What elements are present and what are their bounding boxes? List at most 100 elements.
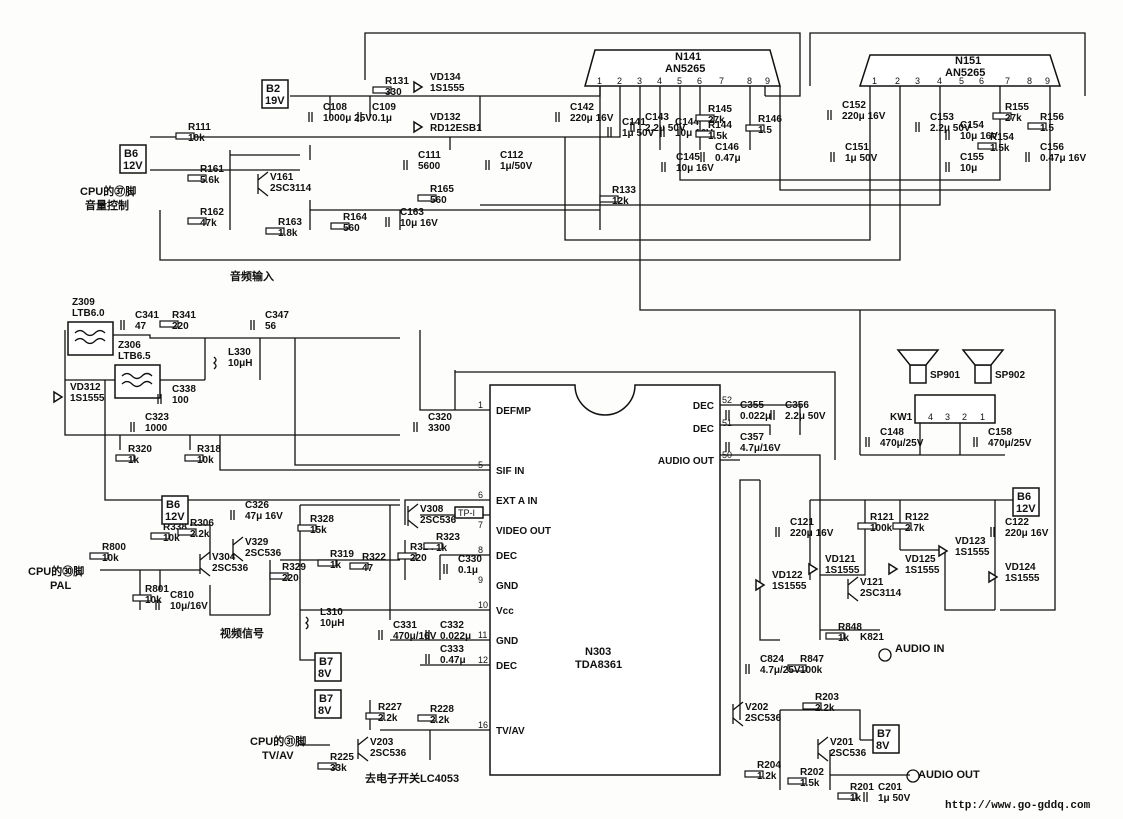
ic-n303-pin-8-name: DEC <box>496 551 517 562</box>
component-v202-value: 2SC536 <box>745 713 782 724</box>
component-r800-value: 10k <box>102 553 119 564</box>
component-c141-value: 1μ 50V <box>622 128 655 139</box>
component-r144-ref: R144 <box>708 120 732 131</box>
component-r163-ref: R163 <box>278 217 302 228</box>
component-v201-ref: V201 <box>830 737 854 748</box>
component-r320-ref: R320 <box>128 444 152 455</box>
ic-n141-ref: N141 <box>675 51 701 63</box>
component-r131-value: 330 <box>385 87 402 98</box>
component-vd124-value: 1S1555 <box>1005 573 1040 584</box>
component-r111-ref: R111 <box>188 122 211 133</box>
component-c341-ref: C341 <box>135 310 159 321</box>
component-r306-value: 2.2k <box>190 529 210 540</box>
audio-input-cn-label: 音频输入 <box>230 269 274 283</box>
component-c163-ref: C163 <box>400 207 424 218</box>
component-r324-ref: R324 <box>410 542 434 553</box>
pal-label: PAL <box>50 580 71 592</box>
component-v121-ref: V121 <box>860 577 884 588</box>
component-c330-ref: C330 <box>458 554 482 565</box>
ic-n303-pin-10-name: Vcc <box>496 606 514 617</box>
jack-kw1-label: KW1 <box>890 412 913 423</box>
component-r323-value: 1k <box>436 543 448 554</box>
component-r328-ref: R328 <box>310 514 334 525</box>
component-r155-value: 27k <box>1005 113 1022 124</box>
component-r338-ref: R338 <box>163 522 187 533</box>
component-c333-ref: C333 <box>440 644 464 655</box>
component-c154-value: 10μ 16V <box>960 131 998 142</box>
component-r329-value: 220 <box>282 573 299 584</box>
supply-b2-value: 19V <box>265 95 285 107</box>
component-r111-symbol <box>175 132 195 140</box>
component-c152-value: 220μ 16V <box>842 111 886 122</box>
supply-b7b-value: 8V <box>318 705 332 717</box>
ic-n303-pin-12-num: 12 <box>478 655 488 665</box>
ic-n303-pin-1-name: DEFMP <box>496 406 531 417</box>
component-r800-ref: R800 <box>102 542 126 553</box>
speaker-sp901: SP901 <box>896 349 960 384</box>
component-r121-ref: R121 <box>870 512 894 523</box>
component-r164-ref: R164 <box>343 212 367 223</box>
ic-n141-part: AN5265 <box>665 63 705 75</box>
component-v329-value: 2SC536 <box>245 548 282 559</box>
component-c151-ref: C151 <box>845 142 869 153</box>
component-r146-value: 1.5 <box>758 125 772 136</box>
component-c142-value: 220μ 16V <box>570 113 614 124</box>
component-r133-ref: R133 <box>612 185 636 196</box>
component-c153-value: 2.2μ 50V <box>930 123 971 134</box>
component-r121-symbol <box>857 522 877 530</box>
ic-n151-pin-6: 6 <box>979 76 984 86</box>
speaker-sp901-label: SP901 <box>930 370 960 381</box>
component-r341-symbol <box>159 320 179 328</box>
component-c355-value: 0.022μ <box>740 411 771 422</box>
ic-n151-pin-5: 5 <box>959 76 964 86</box>
component-c108-ref: C108 <box>323 102 347 113</box>
component-c326-value: 47μ 16V <box>245 511 283 522</box>
ic-n303-pin-7-num: 7 <box>478 520 483 530</box>
ic-n303-pin-7-name: VIDEO OUT <box>496 526 551 537</box>
component-c201-value: 1μ 50V <box>878 793 911 804</box>
component-c355-ref: C355 <box>740 400 764 411</box>
ic-n303-pin-51-num: 51 <box>722 418 732 428</box>
component-r341-value: 220 <box>172 321 189 332</box>
component-r318-symbol <box>184 454 204 462</box>
component-r227-symbol <box>365 712 385 720</box>
component-r145-value: 27k <box>708 115 725 126</box>
component-r165-value: 560 <box>430 195 447 206</box>
component-r121-value: 100k <box>870 523 893 534</box>
watermark: http://www.go-gddq.com <box>945 800 1091 812</box>
component-r204-ref: R204 <box>757 760 781 771</box>
component-c331-value: 470μ/16V <box>393 631 437 642</box>
component-c155-value: 10μ <box>960 163 977 174</box>
filter-z306 <box>114 364 161 399</box>
ic-n303-pin-52-num: 52 <box>722 395 732 405</box>
